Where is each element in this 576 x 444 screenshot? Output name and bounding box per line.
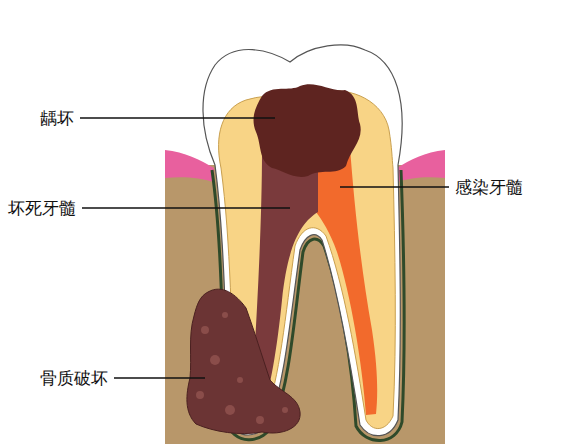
leader-line: [82, 207, 290, 208]
gum: [165, 150, 214, 182]
leader-line: [80, 117, 275, 118]
gum: [397, 150, 445, 182]
infected-pulp: [316, 148, 377, 415]
part-label: 骨质破坏: [40, 368, 108, 388]
part-label: 龋坏: [40, 108, 74, 128]
part-label: 感染牙髓: [455, 177, 523, 197]
part-label: 坏死牙髓: [8, 198, 76, 218]
bone-destruction: [187, 289, 300, 433]
caries: [254, 84, 361, 177]
leader-line: [340, 186, 449, 187]
leader-line: [114, 377, 205, 378]
